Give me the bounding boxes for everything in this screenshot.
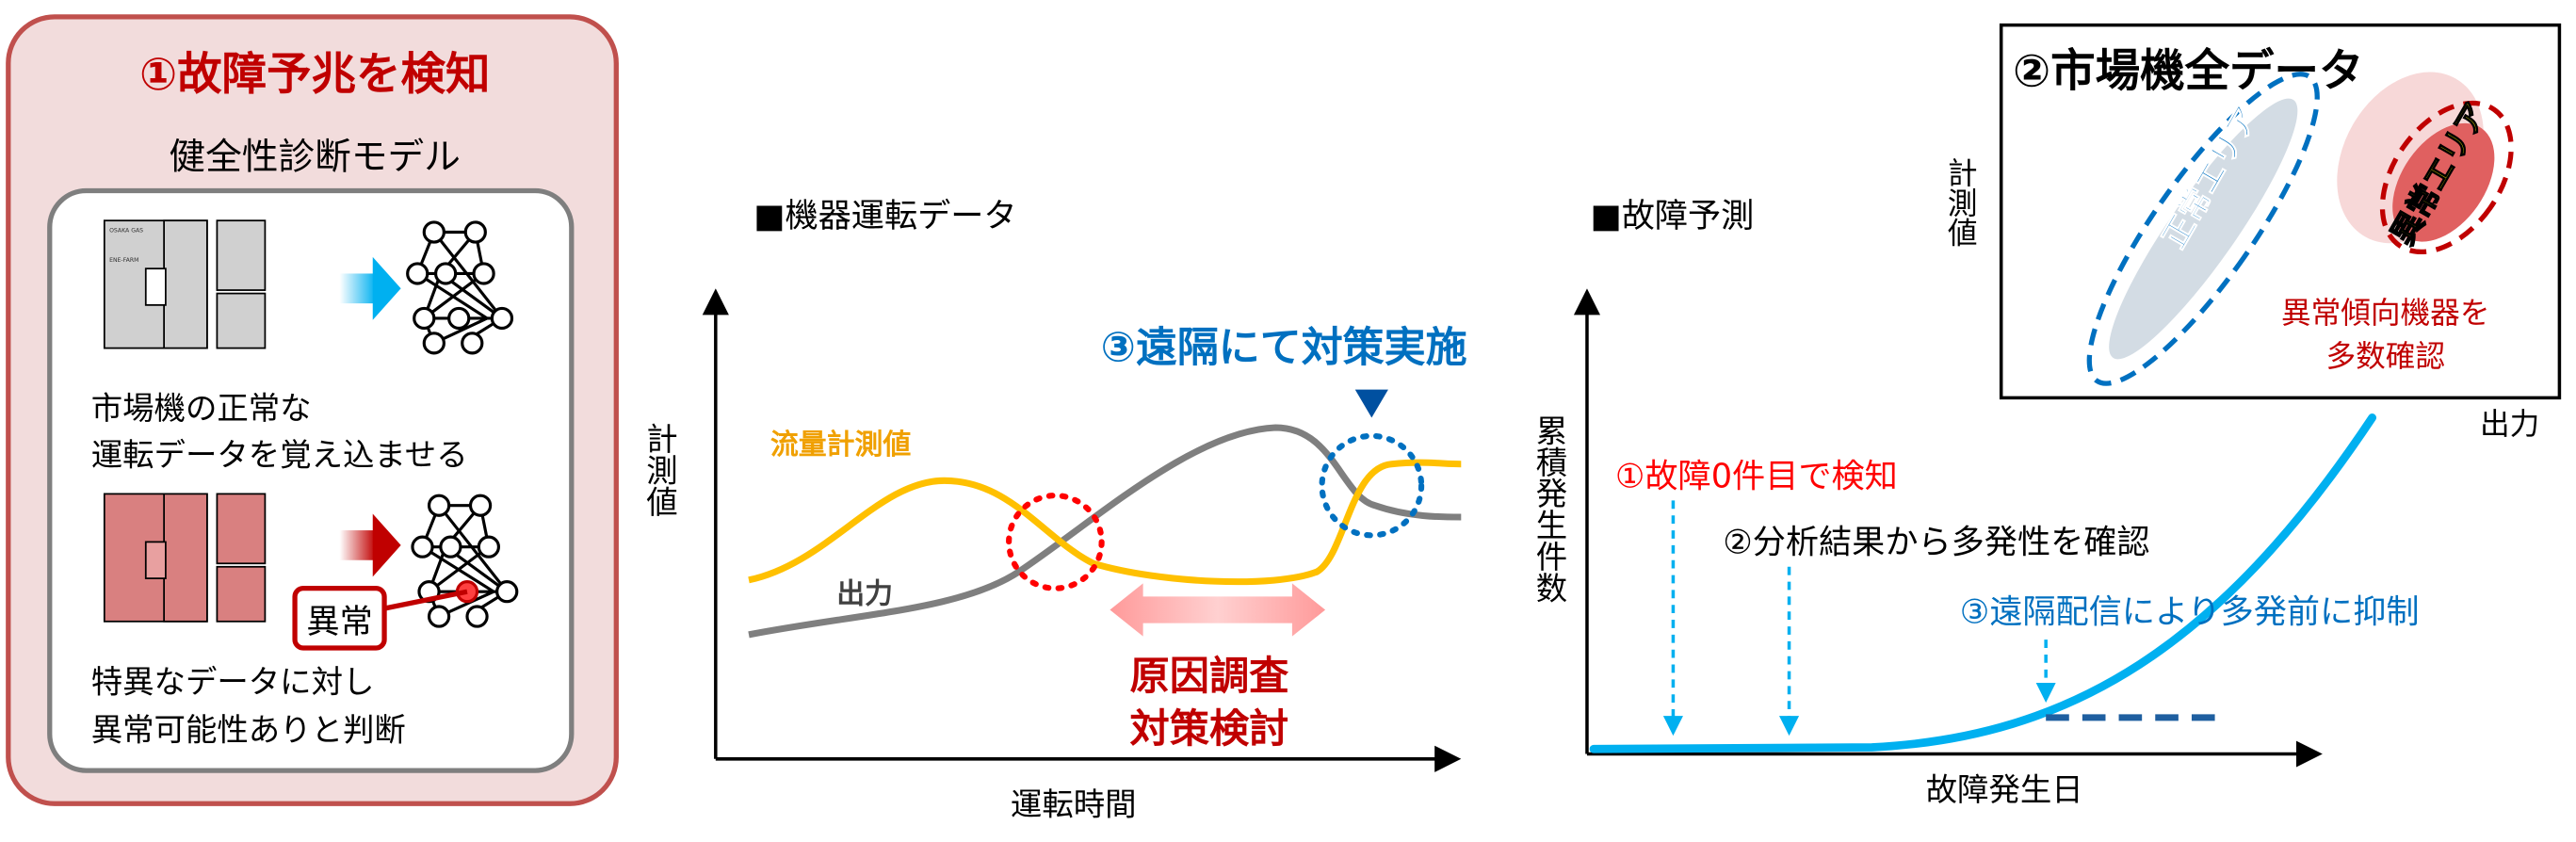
note-analysis: ②分析結果から多発性を確認: [1723, 524, 2149, 562]
cause-investigation-label: 原因調査: [1130, 653, 1290, 699]
cumulative-failure-curve: [1589, 413, 2377, 753]
panel-title: ①故障予兆を検知: [139, 49, 490, 101]
anomaly-label: 異常: [306, 603, 372, 641]
chart-heading: ■故障予測: [1590, 197, 1754, 235]
normal-cluster: [2109, 98, 2298, 360]
x-axis-label: 運転時間: [1011, 786, 1137, 823]
normal-area-outline: [2086, 72, 2320, 386]
svg-text:OSAKA GAS: OSAKA GAS: [109, 227, 143, 234]
chart-heading: ■機器運転データ: [753, 197, 1016, 235]
finding-text-1: 異常傾向機器を: [2281, 297, 2489, 331]
y-axis-label: 計測値: [641, 423, 678, 517]
countermeasure-label: 対策検討: [1130, 705, 1289, 752]
down-triangle-icon: [1354, 389, 1388, 418]
x-axis-label: 故障発生日: [1926, 771, 2083, 808]
normal-learning-text-2: 運転データを覚え込ませる: [91, 436, 468, 473]
scatter-title: ②市場機全データ: [2013, 46, 2363, 98]
failure-prediction-chart: ■故障予測 累積発生件数 故障発生日 ①故障0件目で検知 ②分析結果から多発性を…: [1531, 197, 2420, 808]
abnormal-cluster: [2392, 122, 2495, 242]
fault-sign-detection-panel: ①故障予兆を検知 健全性診断モデル OSAKA GAS ENE-FARM 市場機…: [6, 14, 619, 806]
abnormal-area-outline: [2379, 100, 2514, 255]
normal-learning-text-1: 市場機の正常な: [91, 390, 312, 427]
flow-label: 流量計測値: [770, 429, 912, 461]
x-axis-label: 出力: [2480, 408, 2539, 442]
neural-network-icon: [406, 220, 514, 355]
market-data-scatter: ②市場機全データ 正常エリア 異常エリア 異常傾向機器を 多数確認 計測値 出力: [1943, 23, 2562, 442]
remote-fix-circle-blue: [1319, 432, 1425, 539]
model-subtitle: 健全性診断モデル: [169, 137, 461, 179]
note-suppress: ③遠隔配信により多発前に抑制: [1960, 593, 2420, 632]
abnormal-detection-text-1: 特異なデータに対し: [91, 663, 375, 700]
machine-icon-normal: OSAKA GAS ENE-FARM: [103, 219, 267, 349]
abnormal-detection-text-2: 異常可能性ありと判断: [91, 711, 406, 748]
anomaly-circle-red: [1006, 493, 1105, 591]
detect-arrow-red: [339, 530, 377, 560]
machine-icon-abnormal: [103, 493, 267, 623]
learn-arrow-blue: [339, 273, 377, 304]
investigation-double-arrow: [1110, 583, 1326, 637]
output-curve: [748, 424, 1462, 639]
note-detect: ①故障0件目で検知: [1615, 457, 1898, 495]
neural-network-icon-abnormal: [411, 494, 519, 628]
y-axis-label: 累積発生件数: [1531, 414, 1567, 603]
y-axis-label: 計測値: [1943, 157, 1978, 247]
operation-data-chart: ■機器運転データ 計測値 運転時間 流量計測値 出力 ③遠隔にて対策実施 原因調…: [641, 197, 1467, 822]
anomaly-callout: [292, 586, 387, 651]
svg-text:ENE-FARM: ENE-FARM: [109, 257, 138, 264]
remote-action-label: ③遠隔にて対策実施: [1101, 324, 1467, 372]
flow-curve: [748, 459, 1462, 586]
finding-text-2: 多数確認: [2325, 340, 2445, 374]
output-label: 出力: [836, 577, 893, 610]
